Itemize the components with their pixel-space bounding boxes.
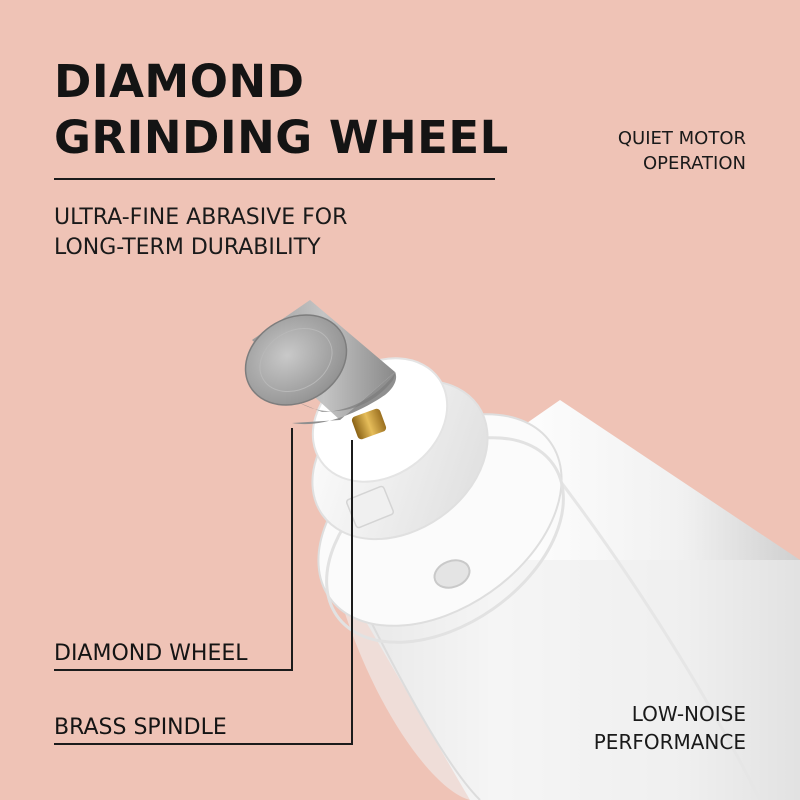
feature-top-line-1: QUIET MOTOR [617, 128, 746, 149]
brass-spindle-leader [54, 440, 353, 745]
callout-brass-spindle: BRASS SPINDLE [54, 715, 227, 740]
brass-spindle [351, 408, 387, 440]
headline: DIAMOND GRINDING WHEEL [54, 54, 509, 166]
subheadline: ULTRA-FINE ABRASIVE FOR LONG-TERM DURABI… [54, 203, 347, 263]
feature-top-line-2: OPERATION [642, 153, 746, 174]
diamond-wheel [244, 300, 397, 425]
diamond-wheel-leader [54, 428, 293, 671]
subheadline-line-2: LONG-TERM DURABILITY [54, 235, 321, 260]
headline-line-2: GRINDING WHEEL [54, 111, 509, 164]
callout-diamond-wheel: DIAMOND WHEEL [54, 641, 248, 666]
feature-low-noise: LOW-NOISE PERFORMANCE [594, 700, 746, 756]
feature-bottom-line-1: LOW-NOISE [631, 702, 746, 726]
callout-lines [54, 428, 353, 745]
subheadline-line-1: ULTRA-FINE ABRASIVE FOR [54, 205, 348, 230]
feature-quiet-motor: QUIET MOTOR OPERATION [618, 126, 746, 176]
headline-line-1: DIAMOND [54, 55, 305, 108]
feature-bottom-line-2: PERFORMANCE [593, 730, 746, 754]
headline-divider [54, 178, 495, 180]
